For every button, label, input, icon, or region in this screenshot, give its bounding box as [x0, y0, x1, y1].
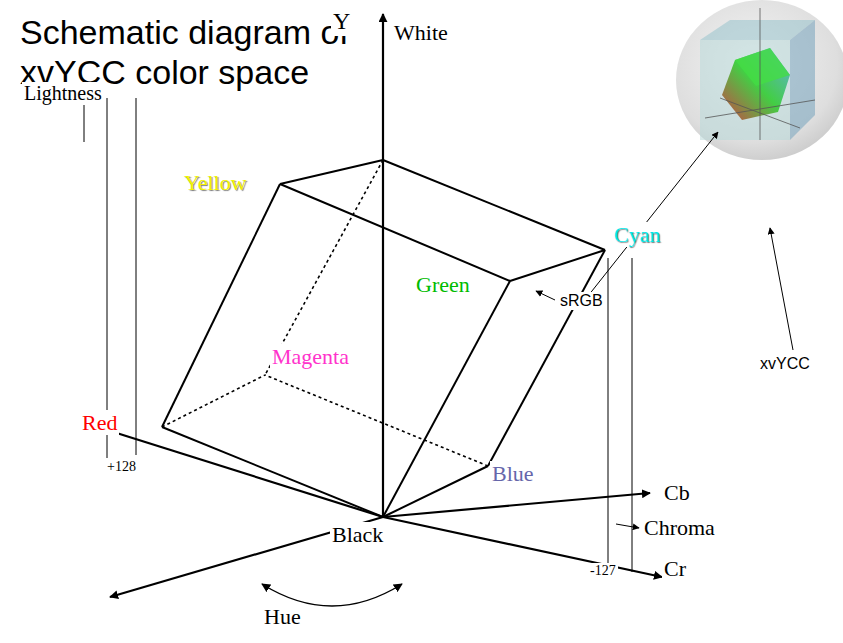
- callout-label: xvYCC: [758, 355, 812, 373]
- vertex-label: Yellow: [182, 170, 249, 195]
- axis-label: Lightness: [22, 82, 104, 105]
- vertex-label: Cyan: [612, 222, 662, 247]
- axis-label: Chroma: [642, 515, 717, 540]
- vertex-label: Magenta: [270, 344, 351, 369]
- axis-label: Y: [331, 8, 352, 36]
- guide-lines: [84, 96, 793, 606]
- axis-value: -127: [588, 563, 618, 579]
- vertex-label: Red: [80, 410, 119, 435]
- callout-label: sRGB: [558, 292, 605, 310]
- axis-label: Cr: [662, 556, 688, 581]
- axis-label: Hue: [262, 604, 303, 629]
- srgb-solid: [162, 160, 605, 517]
- axes: [88, 14, 662, 597]
- axis-label: Cb: [662, 480, 692, 505]
- vertex-label: Green: [414, 272, 472, 297]
- vertex-label: Blue: [490, 461, 536, 486]
- vertex-label: Black: [330, 522, 385, 547]
- vertex-label: White: [392, 20, 450, 45]
- axis-value: +128: [105, 459, 138, 475]
- inset-picture: [676, 0, 843, 160]
